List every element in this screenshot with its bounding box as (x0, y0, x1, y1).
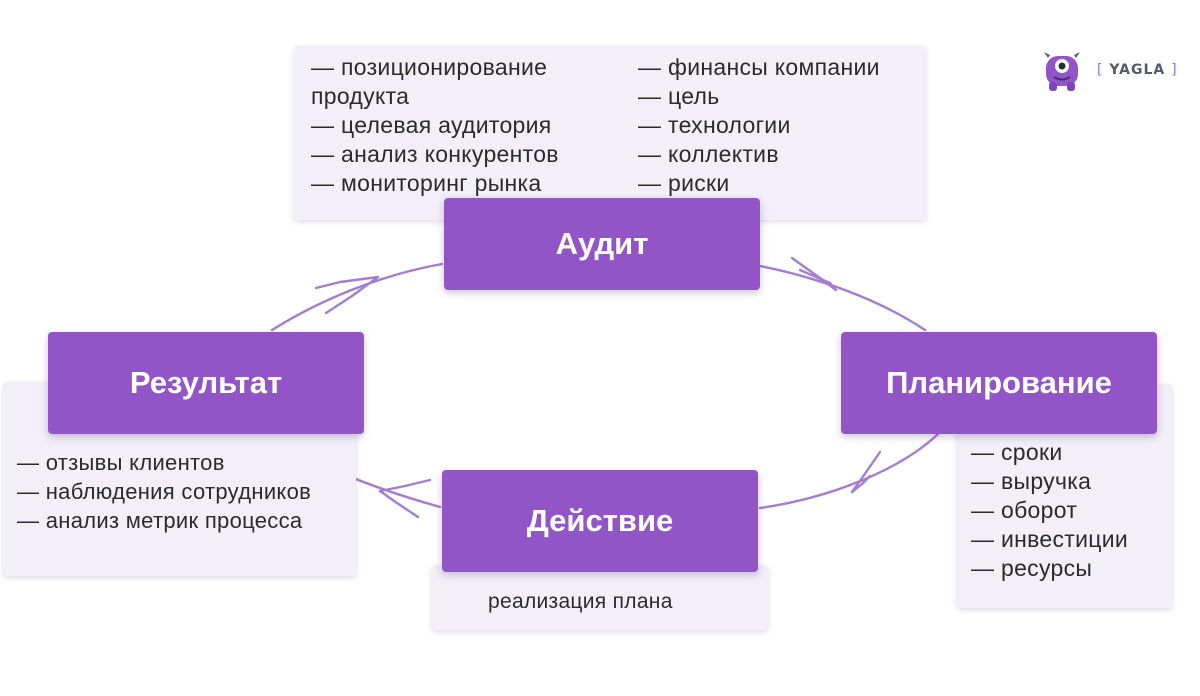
audit-details-list-left: — позиционирование продукта — целевая ау… (311, 53, 559, 198)
action-note-card (432, 565, 768, 630)
logo-bracket-open: [ (1097, 62, 1104, 78)
logo-bracket-close: ] (1171, 62, 1178, 78)
action-note: реализация плана (488, 590, 673, 613)
list-item: — оборот (971, 497, 1078, 523)
stage-action: Действие (442, 470, 758, 572)
result-details-list: — отзывы клиентов — наблюдения сотрудник… (17, 448, 311, 535)
brand-name: YAGLA (1109, 62, 1166, 78)
stage-planning: Планирование (841, 332, 1157, 434)
list-item: продукта (311, 83, 410, 109)
arrow-result-to-audit (270, 262, 444, 332)
list-item: — технологии (638, 112, 791, 138)
list-item: — позиционирование (311, 54, 548, 80)
list-item: — наблюдения сотрудников (17, 479, 312, 504)
list-item: — анализ конкурентов (311, 141, 559, 167)
list-item: — цель (638, 83, 720, 109)
planning-details-list: — сроки — выручка — оборот — инвестиции … (971, 438, 1128, 583)
audit-details-list-right: — финансы компании — цель — технологии —… (638, 53, 880, 198)
list-item: — выручка (971, 468, 1092, 494)
list-item: — финансы компании (638, 54, 880, 80)
list-item: — мониторинг рынка (311, 170, 542, 196)
audit-details-card (294, 46, 926, 220)
list-item: — отзывы клиентов (17, 450, 225, 475)
list-item: — анализ метрик процесса (17, 508, 303, 533)
list-item: — инвестиции (971, 526, 1129, 552)
list-item: — сроки (971, 439, 1063, 465)
list-item: — коллектив (638, 141, 779, 167)
list-item: — целевая аудитория (311, 112, 552, 138)
brand-logo-text: [ YAGLA ] (1097, 62, 1178, 78)
list-item: — риски (638, 170, 730, 196)
arrow-audit-to-planning (758, 264, 927, 332)
arrow-planning-to-action (758, 432, 940, 510)
stage-audit: Аудит (444, 198, 760, 290)
monster-mascot-icon (1044, 52, 1080, 91)
list-item: — ресурсы (971, 555, 1093, 581)
stage-result: Результат (48, 332, 364, 434)
